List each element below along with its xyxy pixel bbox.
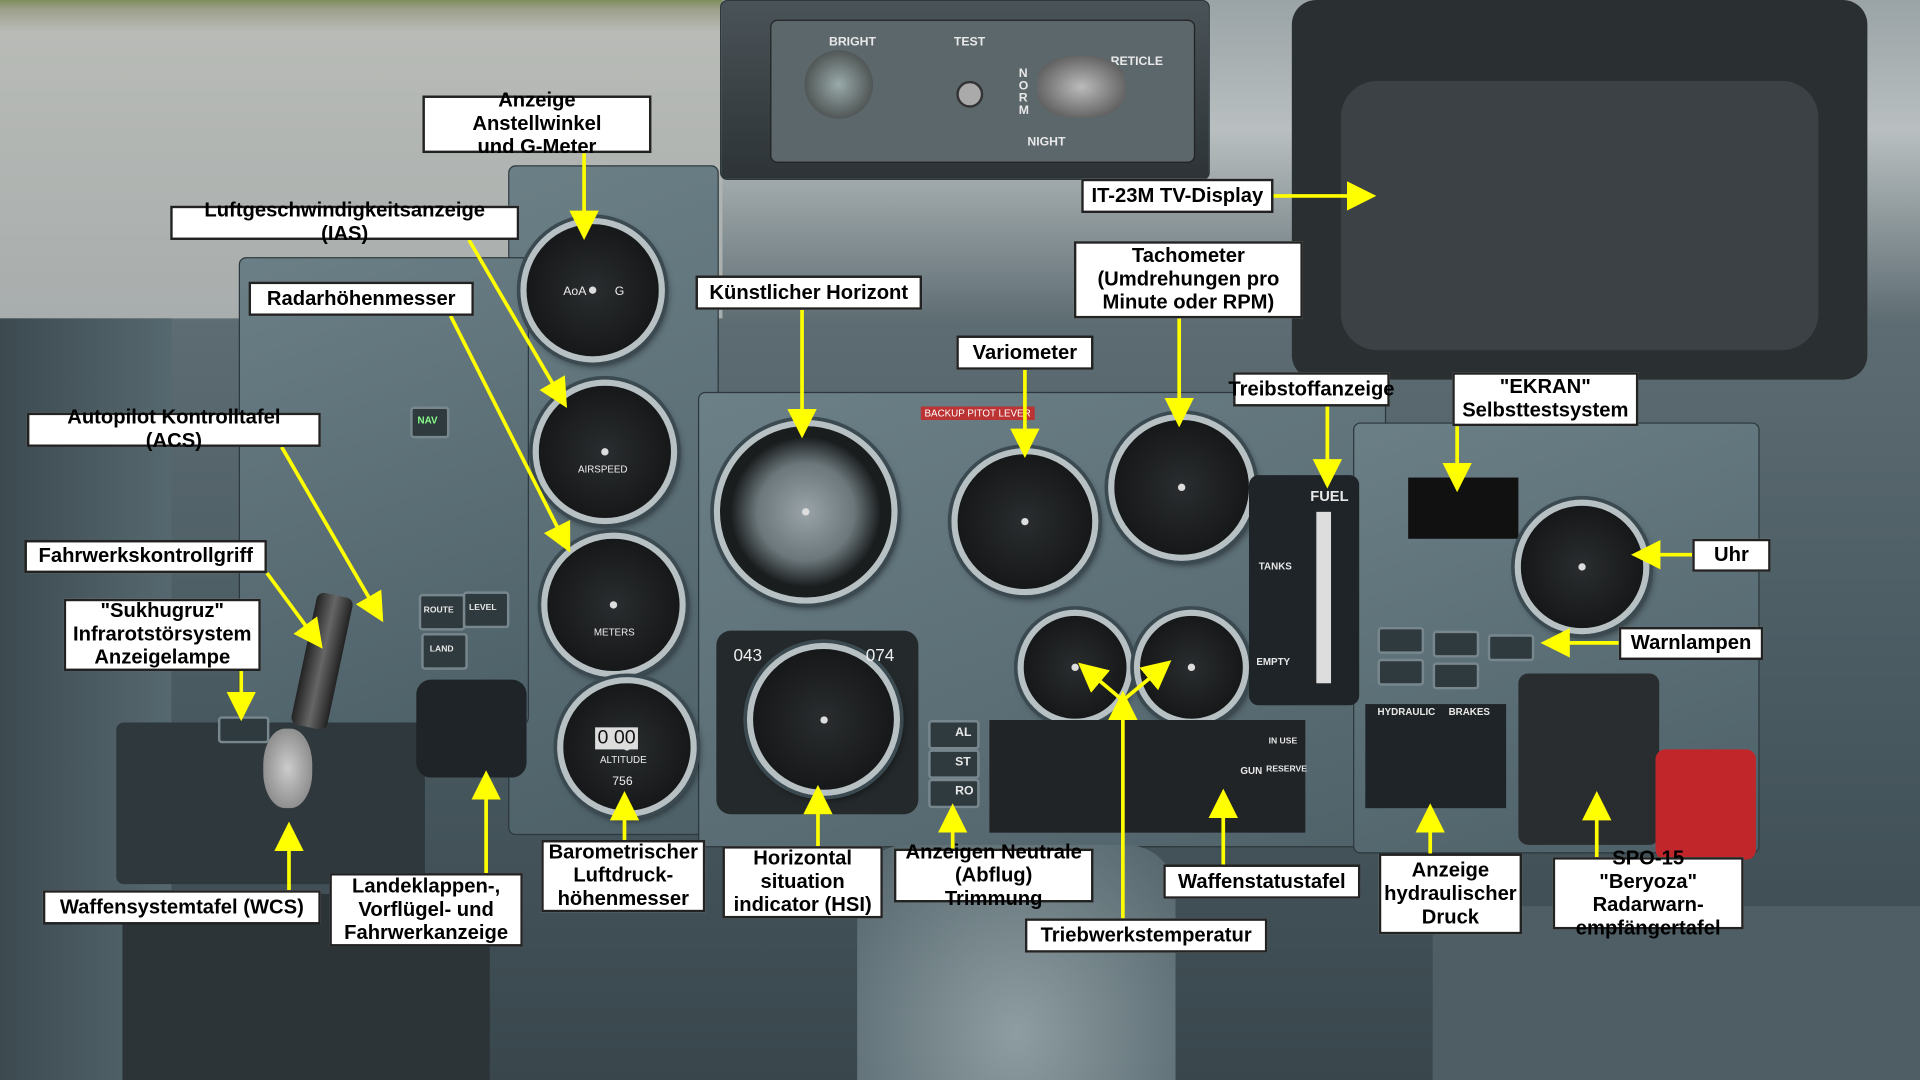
test-label: TEST — [953, 35, 986, 49]
land-label: LAND — [429, 645, 454, 654]
label-trim: Anzeigen Neutrale (Abflug) Trimmung — [893, 841, 1094, 909]
label-acs: Autopilot Kontrolltafel (ACS) — [26, 407, 321, 452]
meters-label: METERS — [593, 626, 635, 638]
flaps-slats-gear-indicator — [416, 679, 527, 778]
label-warning-lamps: Warnlampen — [1618, 626, 1764, 661]
label-radar-altimeter: Radarhöhenmesser — [248, 281, 474, 316]
arrow-egt-b — [1121, 660, 1172, 702]
warning-lamp — [1487, 634, 1535, 662]
warning-lamp — [1377, 658, 1425, 686]
label-egt: Triebwerkstemperatur — [1024, 918, 1268, 953]
acs-button-land[interactable]: LAND — [421, 633, 468, 670]
trim-st-label: ST — [955, 755, 971, 769]
hsi-range-readout: 074 — [865, 645, 895, 665]
label-weapons-status: Waffenstatustafel — [1163, 864, 1361, 899]
night-label: NIGHT — [1027, 135, 1066, 150]
norm-label: NORM — [1018, 67, 1030, 118]
hsi-course-readout: 043 — [733, 645, 763, 665]
arrow-egt-a — [1078, 662, 1125, 702]
gear-handle-grip[interactable] — [263, 728, 313, 809]
trim-indicator-al: AL — [928, 720, 980, 750]
artificial-horizon — [713, 420, 898, 604]
label-fuel: Treibstoffanzeige — [1228, 372, 1395, 407]
acs-panel — [238, 257, 529, 725]
label-tachometer: Tachometer (Umdrehungen pro Minute oder … — [1073, 241, 1303, 319]
reserve-label: RESERVE — [1266, 765, 1307, 774]
right-console — [1432, 906, 1920, 1080]
arrow-radar-alt — [448, 315, 571, 553]
test-button[interactable] — [956, 80, 984, 108]
egt-gauge-left — [1017, 609, 1133, 725]
warning-lamp — [1377, 626, 1425, 654]
hsi-bezel: 043 074 — [716, 630, 919, 815]
g-label: G — [614, 285, 625, 299]
brightness-knob[interactable] — [804, 50, 874, 119]
acs-button-nav[interactable]: NAV — [410, 406, 450, 439]
tv-display — [1291, 0, 1868, 380]
reticle-label: RETICLE — [1110, 55, 1164, 69]
arrow-ias — [467, 239, 567, 408]
label-artificial-horizon: Künstlicher Horizont — [695, 275, 923, 310]
pressure-readout: 756 — [612, 775, 633, 789]
reticle-knob[interactable] — [1037, 56, 1126, 118]
radar-altimeter: METERS — [541, 532, 686, 678]
label-baro-altimeter: Barometrischer Luftdruck- höhenmesser — [541, 840, 706, 913]
hsi-compass — [746, 642, 901, 796]
label-hsi: Horizontal situation indicator (HSI) — [722, 846, 883, 919]
hud-control-panel: BRIGHT TEST RETICLE NORM NIGHT — [720, 0, 1210, 181]
label-ekran: "EKRAN" Selbsttestsystem — [1452, 372, 1639, 427]
backup-pitot-lever[interactable]: BACKUP PITOT LEVER — [920, 406, 1035, 421]
hydraulic-label: HYDRAULIC — [1377, 706, 1436, 718]
tanks-label: TANKS — [1258, 560, 1292, 572]
tachometer — [1108, 413, 1256, 561]
arrow-gear — [265, 571, 323, 649]
brakes-label: BRAKES — [1448, 706, 1490, 718]
label-aoa-g-meter: Anzeige Anstellwinkel und G-Meter — [422, 89, 652, 158]
weapons-status-panel: IN USE GUN RESERVE — [989, 720, 1307, 833]
label-ias: Luftgeschwindigkeitsanzeige (IAS) — [170, 200, 520, 245]
fuel-label: FUEL — [1310, 487, 1349, 505]
trim-indicator-st: ST — [928, 749, 980, 779]
label-sukhugruz: "Sukhugruz" Infrarotstörsystem Anzeigela… — [63, 598, 261, 672]
label-wcs: Waffensystemtafel (WCS) — [42, 890, 321, 925]
arrow-acs — [280, 446, 384, 623]
label-flaps-gear: Landeklappen-, Vorflügel- und Fahrwerkan… — [329, 873, 523, 947]
bright-label: BRIGHT — [828, 35, 876, 49]
route-label: ROUTE — [423, 606, 454, 615]
label-spo15: SPO-15 "Beryoza" Radarwarn- empfängertaf… — [1552, 847, 1744, 939]
warning-lamp — [1432, 630, 1480, 658]
label-gear-handle: Fahrwerkskontrollgriff — [24, 540, 267, 574]
erase-switch-panel[interactable] — [1655, 749, 1756, 860]
label-clock: Uhr — [1692, 538, 1771, 572]
acs-button-route[interactable]: ROUTE — [418, 593, 466, 631]
label-tv-display: IT-23M TV-Display — [1081, 178, 1274, 214]
fuel-gauge: FUEL TANKS EMPTY — [1248, 475, 1360, 706]
hydraulic-pressure-gauges: HYDRAULIC BRAKES — [1365, 704, 1507, 809]
acs-button-level[interactable]: LEVEL — [462, 591, 510, 629]
label-hydraulic: Anzeige hydraulischer Druck — [1378, 853, 1523, 935]
level-label: LEVEL — [468, 603, 497, 613]
empty-label: EMPTY — [1256, 656, 1291, 668]
trim-ro-label: RO — [955, 784, 974, 799]
warning-lamp — [1432, 662, 1480, 690]
aoa-g-meter: AoA G — [520, 217, 665, 363]
aoa-label: AoA — [563, 285, 587, 299]
trim-al-label: AL — [955, 726, 972, 740]
airspeed-label: AIRSPEED — [577, 464, 628, 476]
altitude-label: ALTITUDE — [600, 754, 647, 766]
in-use-label: IN USE — [1268, 737, 1298, 746]
label-variometer: Variometer — [956, 335, 1094, 370]
gun-label: GUN — [1240, 765, 1263, 777]
nav-label: NAV — [417, 415, 438, 427]
